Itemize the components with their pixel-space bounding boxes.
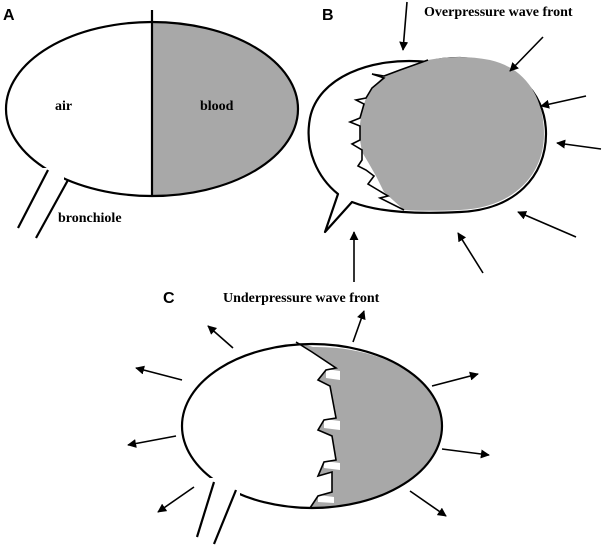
- panel-a-letter: A: [3, 7, 15, 24]
- panel-b-letter: B: [322, 7, 334, 24]
- panel-c-ruptured-membrane: [295, 341, 339, 509]
- panel-a-bronchiole: [17, 168, 69, 239]
- panel-c-blood-region: [296, 342, 442, 508]
- panel-c: C Underpressure wave front: [127, 290, 490, 545]
- underpressure-caption: Underpressure wave front: [223, 291, 380, 306]
- air-label: air: [55, 99, 72, 114]
- panel-c-membrane-tears: [318, 369, 340, 503]
- panel-b-pressure-arrows: [349, 1, 602, 282]
- panel-c-pressure-arrows: [127, 310, 490, 517]
- blood-label: blood: [200, 99, 234, 114]
- panel-b-ruptured-membrane: [347, 59, 429, 211]
- overpressure-caption: Overpressure wave front: [424, 5, 573, 20]
- bronchiole-label: bronchiole: [58, 211, 122, 226]
- panel-a: A air blood bronchiole: [3, 7, 300, 239]
- panel-b-blood-region: [360, 57, 544, 211]
- panel-b: B Overpressure wave front: [307, 1, 602, 282]
- panel-c-letter: C: [163, 290, 175, 307]
- panel-c-alveolus-outline: [180, 342, 444, 510]
- panel-c-bronchiole: [195, 478, 240, 545]
